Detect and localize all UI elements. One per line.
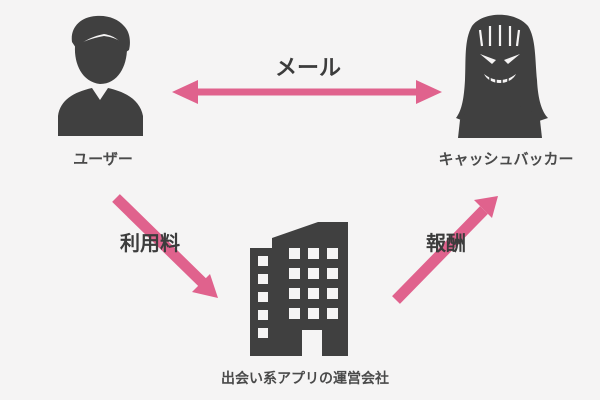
cashback-label: キャッシュバッカー [438,150,574,168]
person-icon [58,15,143,136]
reward-arrow [392,196,498,304]
usage-fee-arrow [112,194,218,298]
usage-fee-label: 利用料 [120,231,180,255]
mail-arrow [172,80,442,104]
user-label: ユーザー [73,150,133,168]
mail-label: メール [274,56,342,81]
office-building-icon [250,222,348,356]
operator-label: 出会い系アプリの運営会社 [221,371,389,387]
masked-woman-icon [456,14,548,138]
reward-label: 報酬 [426,231,466,255]
